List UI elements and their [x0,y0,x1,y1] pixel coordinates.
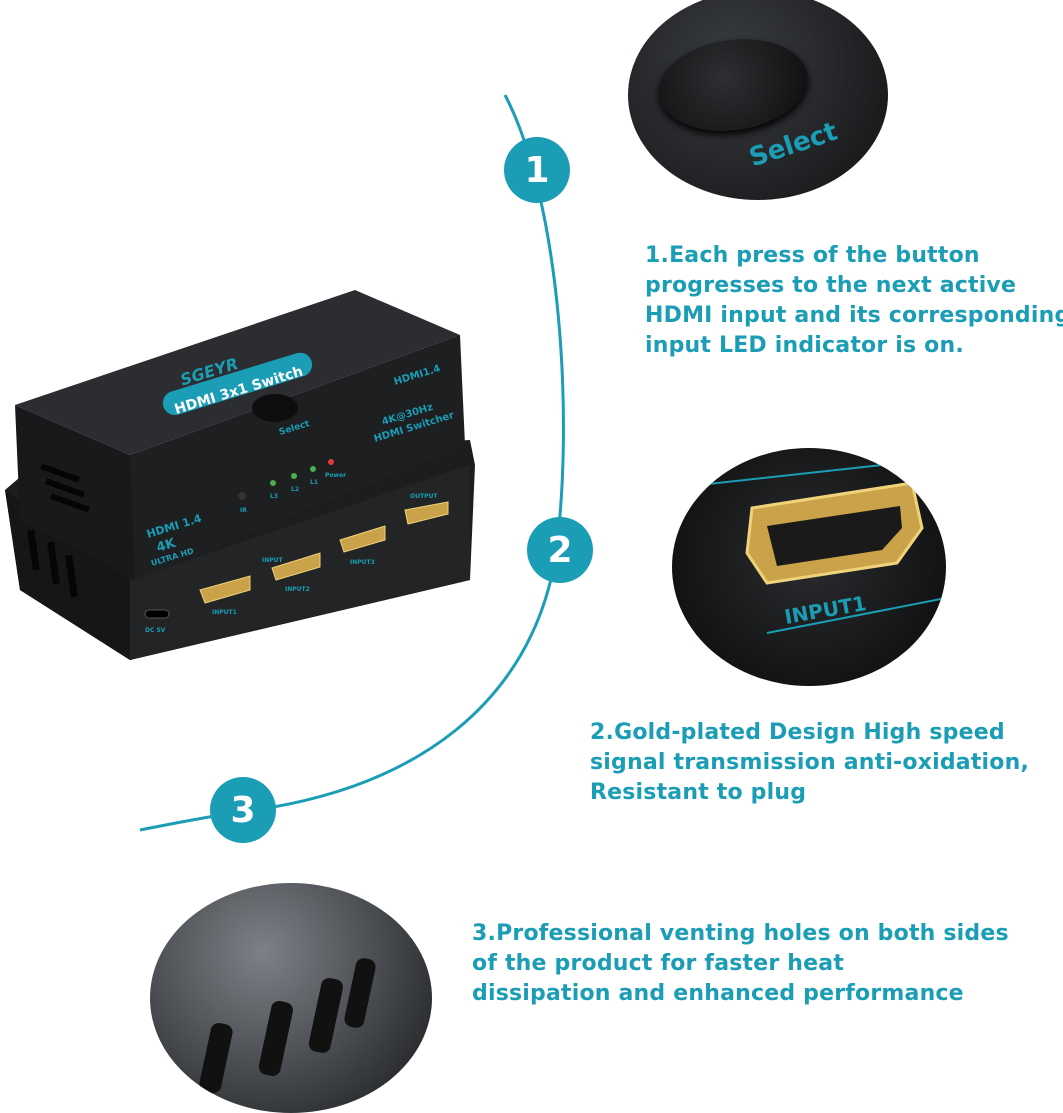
port-input3: INPUT3 [350,559,375,566]
hdmi-port-graphic [672,457,946,634]
feature-1-line: HDMI input and its corresponding [645,303,1063,328]
vent-holes-inset [150,883,432,1113]
led-l3: L3 [270,493,278,500]
led-l2: L2 [291,486,299,493]
front-4k: 4K [155,536,179,556]
feature-1-text: 1.Each press of the button progresses to… [645,241,1063,361]
step-3-badge: 3 [210,777,276,843]
led-ir: IR [240,507,247,514]
hdmi-port-inset: INPUT1 [672,448,946,686]
port-input2: INPUT2 [285,586,310,593]
feature-2-line: Resistant to plug [590,780,807,805]
step-2-badge: 2 [527,517,593,583]
feature-3-text: 3.Professional venting holes on both sid… [472,919,1009,1009]
led-power: Power [325,472,346,479]
feature-2-line: signal transmission anti-oxidation, [590,750,1030,775]
select-label: Select [745,116,842,174]
led-l1: L1 [310,479,318,486]
feature-3-line: of the product for faster heat [472,951,845,976]
select-button-inset: Select [628,0,888,200]
feature-3-line: dissipation and enhanced performance [472,981,964,1006]
input-group-label: INPUT [262,557,284,564]
feature-1-line: 1.Each press of the button [645,243,980,268]
step-1-badge: 1 [504,137,570,203]
select-button-graphic [652,29,814,141]
feature-2-text: 2.Gold-plated Design High speed signal t… [590,718,1029,808]
feature-1-line: progresses to the next active [645,273,1017,298]
hdmi-switch-device: HDMI 3x1 Switch SGEYR Select HDMI1.4 4K@… [5,290,475,660]
port-input1: INPUT1 [212,609,237,616]
feature-1-line: input LED indicator is on. [645,333,964,358]
dc-5v-label: DC 5V [145,627,166,634]
vent-holes-graphic [199,958,376,1094]
feature-2-line: 2.Gold-plated Design High speed [590,720,1005,745]
feature-3-line: 3.Professional venting holes on both sid… [472,921,1009,946]
port-output: OUTPUT [410,493,438,500]
